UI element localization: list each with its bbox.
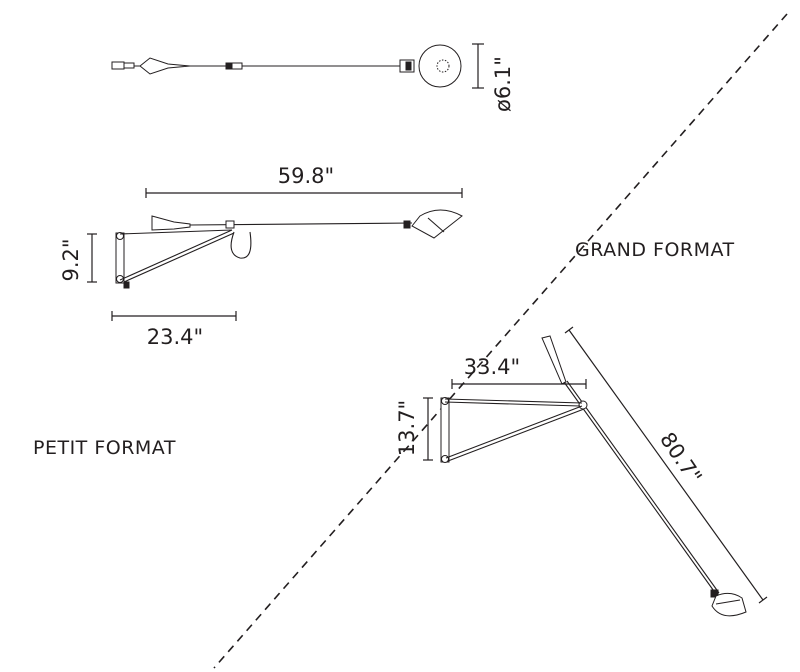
diameter-dimension: ø6.1" [472,43,515,112]
grand-lamp-side-view [440,335,747,617]
grand-format-label: GRAND FORMAT [575,239,735,261]
petit-length-dimension: 59.8" [145,164,463,198]
grand-height-value: 13.7" [395,400,419,456]
grand-reach-value: 33.4" [464,355,520,379]
grand-length-dimension: 80.7" [564,326,768,604]
grand-length-value: 80.7" [655,428,706,488]
petit-height-dimension: 9.2" [59,233,97,283]
diagonal-divider [213,13,788,669]
lamp-top-view [111,44,462,88]
grand-reach-dimension: 33.4" [451,355,587,389]
petit-reach-dimension: 23.4" [111,311,237,349]
petit-format-label: PETIT FORMAT [33,437,176,459]
grand-height-dimension: 13.7" [395,397,433,461]
petit-reach-value: 23.4" [147,325,203,349]
diameter-value: ø6.1" [491,56,515,112]
petit-height-value: 9.2" [59,238,83,281]
petit-length-value: 59.8" [278,164,334,188]
petit-lamp-side-view [115,209,463,289]
